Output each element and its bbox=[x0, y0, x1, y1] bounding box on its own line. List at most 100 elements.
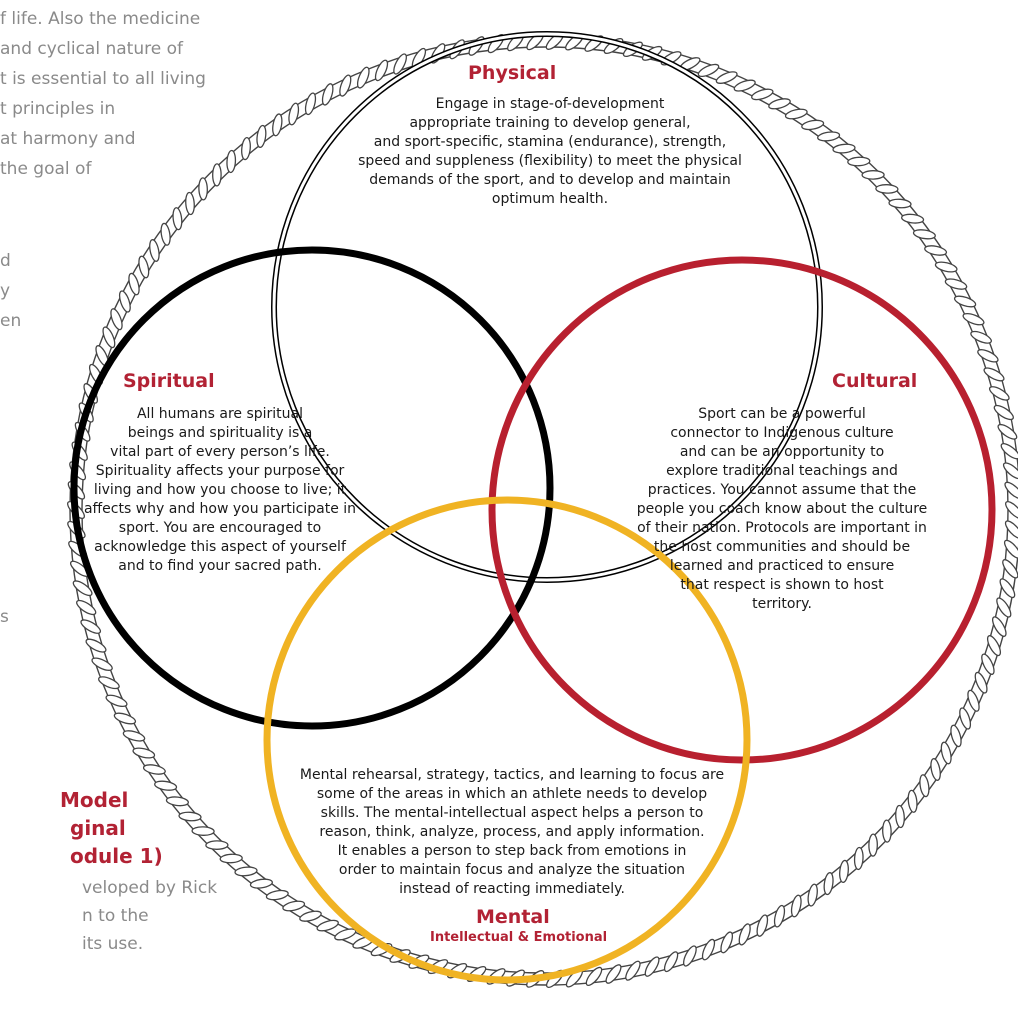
rope-strand bbox=[1002, 559, 1018, 579]
rope-strand bbox=[853, 846, 864, 871]
rope-strand bbox=[983, 367, 1005, 382]
credit-line: veloped by Rick bbox=[82, 878, 218, 898]
rope-strand bbox=[997, 423, 1018, 440]
spiritual-line: sport. You are encouraged to bbox=[118, 520, 322, 536]
spiritual-title: Spiritual bbox=[123, 370, 215, 392]
rope-strand bbox=[986, 635, 1002, 657]
spiritual-line: acknowledge this aspect of yourself bbox=[94, 539, 346, 555]
rope-strand bbox=[988, 386, 1010, 401]
rope-strand bbox=[76, 599, 97, 616]
cultural-line: and can be an opportunity to bbox=[679, 444, 885, 460]
rope-strand bbox=[901, 213, 925, 224]
spiritual-line: and to find your sacred path. bbox=[118, 558, 322, 574]
rope-strand bbox=[701, 938, 716, 961]
spiritual-line: beings and spirituality is a bbox=[127, 425, 313, 441]
model-caption-line: odule 1) bbox=[70, 844, 163, 868]
page-text-line: en bbox=[0, 311, 22, 331]
credit-line: its use. bbox=[82, 934, 144, 954]
rope-strand bbox=[823, 872, 834, 896]
rope-strand bbox=[118, 290, 131, 313]
cultural-title: Cultural bbox=[832, 370, 918, 392]
rope-strand bbox=[122, 730, 146, 742]
rope-strand bbox=[991, 616, 1007, 637]
rope-strand bbox=[832, 143, 856, 154]
mental-subtitle: Intellectual & Emotional bbox=[430, 930, 608, 945]
rope-strand bbox=[393, 53, 407, 75]
rope-strand bbox=[98, 676, 120, 690]
rope-strand bbox=[807, 883, 818, 907]
rope-strand bbox=[185, 191, 195, 216]
rope-strand bbox=[374, 59, 389, 82]
cultural-line: territory. bbox=[752, 596, 812, 612]
left-page-text: f life. Also the medicine and cyclical n… bbox=[0, 0, 206, 627]
rope-strand bbox=[861, 170, 885, 180]
rope-strand bbox=[191, 826, 215, 836]
rope-strand bbox=[768, 98, 791, 110]
cultural-line: that respect is shown to host bbox=[680, 577, 884, 593]
model-caption-line: ginal bbox=[70, 816, 126, 840]
page-text-line: s bbox=[0, 607, 9, 627]
cultural-line: learned and practiced to ensure bbox=[669, 558, 895, 574]
model-caption-line: Model bbox=[60, 788, 129, 812]
page-text-line: y bbox=[0, 281, 11, 301]
rope-strand bbox=[219, 853, 243, 864]
rope-strand bbox=[882, 819, 892, 843]
rope-strand bbox=[241, 136, 251, 161]
rope-strand bbox=[226, 149, 237, 174]
rope-strand bbox=[733, 79, 756, 92]
physical-line: optimum health. bbox=[491, 191, 609, 207]
physical-circle-inner-line bbox=[272, 32, 822, 582]
rope-strand bbox=[160, 222, 171, 246]
rope-strand bbox=[868, 833, 878, 857]
rope-strand bbox=[790, 894, 802, 918]
rope-strand bbox=[212, 163, 222, 187]
rope-strand bbox=[113, 712, 137, 725]
rope-strand bbox=[967, 689, 980, 712]
spiritual-line: Spirituality affects your purpose for bbox=[95, 463, 345, 479]
rope-strand bbox=[944, 278, 968, 290]
rope-strand bbox=[875, 184, 899, 194]
rope-strand bbox=[85, 638, 107, 653]
rope-strand bbox=[149, 239, 160, 262]
rope-strand bbox=[756, 914, 769, 937]
rope-strand bbox=[72, 580, 93, 597]
rope-strand bbox=[356, 66, 370, 89]
rope-strand bbox=[784, 108, 808, 120]
physical-line: Engage in stage-of-development bbox=[435, 96, 665, 112]
rope-strand bbox=[1002, 462, 1018, 480]
rope-strand bbox=[339, 74, 352, 97]
rope-strand bbox=[299, 910, 322, 922]
rope-strand bbox=[974, 671, 988, 694]
rope-strand bbox=[138, 255, 150, 279]
physical-description: Engage in stage-of-development appropria… bbox=[300, 95, 800, 209]
rope-strand bbox=[924, 245, 948, 256]
page-text-line: f life. Also the medicine bbox=[0, 9, 201, 29]
mental-line: instead of reacting immediately. bbox=[399, 881, 625, 897]
rope-strand bbox=[1003, 539, 1018, 559]
rope-strand bbox=[970, 330, 992, 344]
rope-strand bbox=[105, 694, 128, 708]
physical-line: and sport-specific, stamina (endurance),… bbox=[373, 134, 727, 150]
rope-strand bbox=[940, 741, 952, 765]
rope-strand bbox=[953, 295, 977, 308]
rope-strand bbox=[912, 229, 936, 240]
rope-strand bbox=[738, 923, 751, 946]
rope-strand bbox=[839, 859, 849, 884]
spiritual-line: vital part of every person’s life. bbox=[110, 444, 330, 460]
outer-background bbox=[75, 40, 1015, 980]
page-text-line: t principles in bbox=[0, 99, 116, 119]
rope-strand bbox=[930, 758, 941, 781]
physical-line: demands of the sport, and to develop and… bbox=[369, 172, 731, 188]
rope-strand bbox=[249, 878, 273, 889]
rope-strand bbox=[110, 308, 123, 331]
rope-strand bbox=[895, 804, 905, 829]
mental-line: order to maintain focus and analyze the … bbox=[338, 862, 686, 878]
cultural-line: Sport can be a powerful bbox=[698, 406, 866, 422]
rope-strand bbox=[999, 578, 1016, 599]
rope-strand bbox=[683, 945, 697, 967]
rope-strand bbox=[817, 131, 841, 142]
rope-strand bbox=[198, 177, 208, 201]
cultural-description: Sport can be a powerful connector to Ind… bbox=[612, 405, 952, 614]
rope-strand bbox=[720, 931, 734, 954]
rope-strand bbox=[1005, 501, 1018, 519]
